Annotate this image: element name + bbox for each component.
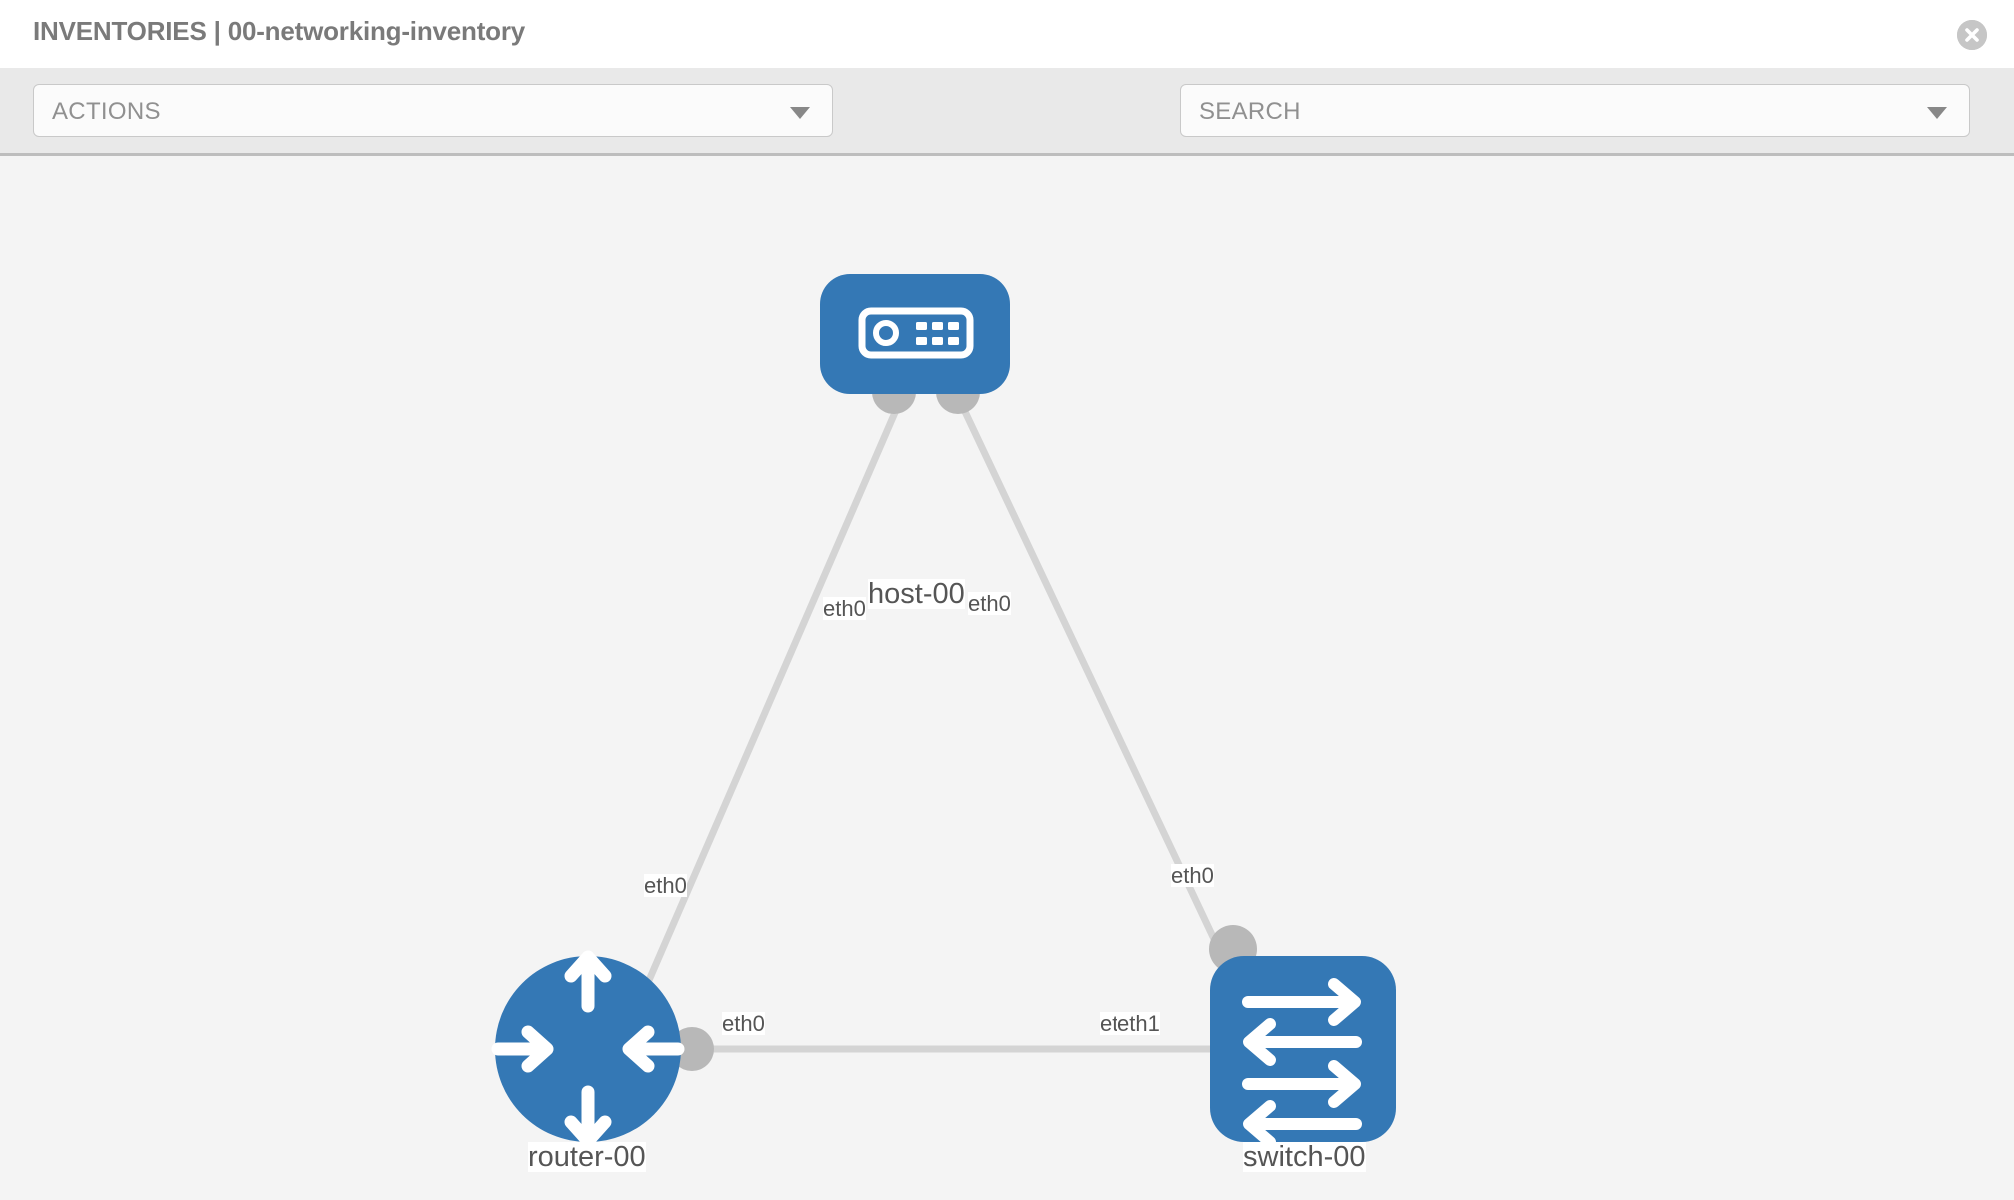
port-label: eth1 <box>1117 1011 1160 1036</box>
actions-dropdown[interactable]: ACTIONS <box>33 84 833 137</box>
node-label-host: host-00 <box>868 578 965 610</box>
actions-dropdown-label: ACTIONS <box>52 98 161 125</box>
node-switch-00 <box>1210 956 1396 1148</box>
port-nub <box>670 1027 714 1071</box>
search-input[interactable]: SEARCH <box>1180 84 1970 137</box>
toolbar: ACTIONS SEARCH <box>0 68 2014 203</box>
page-header: INVENTORIES | 00-networking-inventory <box>0 0 2014 68</box>
port-label: eth0 <box>722 1011 765 1036</box>
search-placeholder: SEARCH <box>1199 98 1301 125</box>
port-label: eth0 <box>968 591 1011 616</box>
link-host-router <box>636 399 904 1003</box>
node-label-switch: switch-00 <box>1243 1141 1366 1173</box>
topology-canvas[interactable]: eth0 eth0 eth0 eth0 eth0 eth0 eth1 host-… <box>0 156 2014 1200</box>
port-label: eth0 <box>823 596 866 621</box>
chevron-down-icon[interactable] <box>1927 107 1947 119</box>
node-host-00 <box>820 274 1010 394</box>
page-title: INVENTORIES | 00-networking-inventory <box>33 16 526 46</box>
node-label-router: router-00 <box>528 1141 646 1173</box>
port-label: eth0 <box>644 873 687 898</box>
port-label: eth0 <box>1171 863 1214 888</box>
chevron-down-icon <box>790 107 810 119</box>
topology-links <box>636 399 1235 1053</box>
node-router-00 <box>491 950 685 1148</box>
link-host-switch <box>956 399 1226 958</box>
close-button[interactable] <box>1957 20 1987 50</box>
